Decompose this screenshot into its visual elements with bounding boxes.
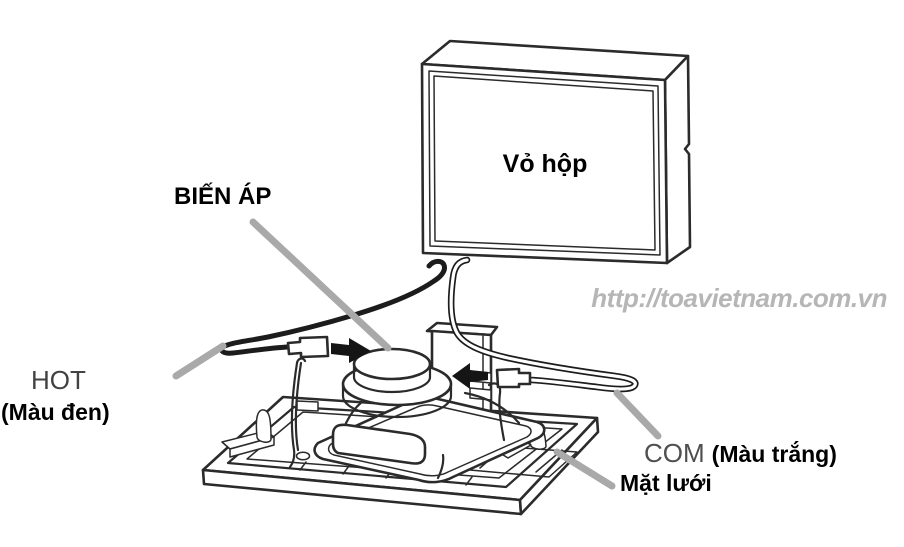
grille-leader-line <box>553 448 616 490</box>
speaker-drawing <box>288 321 546 484</box>
com-wire-drawing <box>447 256 639 393</box>
com-color-label: (Màu trắng) <box>711 441 837 467</box>
hot-label: HOT <box>31 365 86 395</box>
hot-connector <box>286 335 330 359</box>
hot-arrow-icon <box>331 338 371 363</box>
watermark-text: http://toavietnam.com.vn <box>591 283 887 313</box>
transformer-label: BIẾN ÁP <box>174 183 272 210</box>
leader-lines <box>172 218 662 490</box>
com-connector <box>495 367 532 389</box>
hot-color-label: (Màu đen) <box>1 399 110 425</box>
com-label-line: COM(Màu trắng) <box>644 438 837 469</box>
hot-leader-line <box>172 342 227 380</box>
hot-wire-drawing <box>219 258 447 363</box>
grille-face-label: Mặt lưới <box>620 470 712 496</box>
box-enclosure-drawing <box>420 39 692 265</box>
transformer-leader-line <box>249 218 392 352</box>
com-label: COM <box>644 438 705 468</box>
com-leader-line <box>613 389 662 440</box>
com-arrow-icon <box>452 363 488 389</box>
box-cover-label: Vỏ hộp <box>502 150 588 178</box>
